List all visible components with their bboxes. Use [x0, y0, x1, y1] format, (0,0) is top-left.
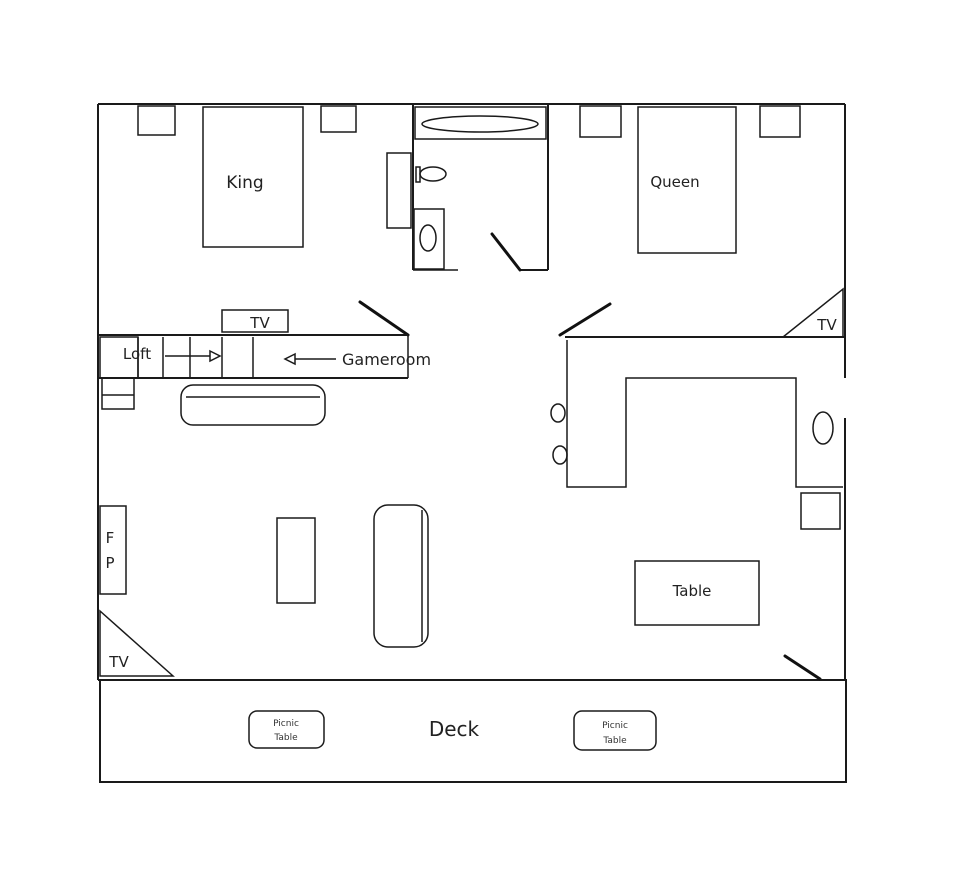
queen-bedroom: Queen [579, 105, 801, 254]
bar-stool-2 [552, 445, 568, 465]
fireplace: F P [99, 505, 127, 595]
deck-label: Deck [429, 717, 480, 741]
picnic-table-right-line1: Picnic [602, 721, 628, 731]
tv-lower-left-label: TV [108, 653, 129, 671]
nightstand-queen-right [759, 105, 801, 138]
deck-area: Deck [99, 679, 847, 783]
deck-door [783, 654, 822, 681]
exterior-walls [97, 103, 846, 680]
kitchen-sink [812, 411, 834, 445]
tv-loft [221, 309, 289, 333]
picnic-table-right-line2: Table [602, 736, 627, 746]
toilet-tank [415, 166, 421, 183]
queen-bedroom-door [558, 302, 612, 337]
nightstand-king-left [137, 105, 176, 136]
bathtub-basin [421, 115, 539, 133]
king-bedroom-door [358, 300, 410, 337]
bathroom-door [490, 232, 522, 272]
picnic-table-left-line2: Table [273, 733, 298, 743]
picnic-table-right: Picnic Table [573, 710, 657, 751]
bathroom-sink [419, 224, 437, 252]
king-bed [202, 106, 304, 248]
loft-label: Loft [123, 345, 151, 363]
bar-stool-1 [550, 403, 566, 423]
tv-lower-left: TV [99, 609, 175, 677]
king-bed-label: King [226, 173, 263, 193]
tv-loft-label: TV [249, 314, 270, 332]
dining-table-label: Table [672, 582, 712, 600]
queen-bed [637, 106, 737, 254]
toilet [419, 166, 447, 182]
bathroom-vanity [413, 208, 445, 270]
fireplace-label-f: F [106, 529, 115, 547]
loft-step [101, 377, 135, 410]
picnic-table-left: Picnic Table [248, 710, 325, 749]
tv-upper-right: TV [780, 287, 844, 338]
gameroom-label: Gameroom [342, 350, 431, 369]
dining-table: Table [634, 560, 760, 626]
picnic-table-left-line1: Picnic [273, 719, 299, 729]
bathroom [386, 104, 549, 272]
coffee-table [276, 517, 316, 604]
tv-upper-right-label: TV [816, 316, 837, 334]
kitchen-counter [550, 340, 843, 530]
queen-bed-label: Queen [650, 173, 699, 191]
refrigerator [800, 492, 841, 530]
bathroom-closet [386, 152, 412, 229]
loft-gameroom-area: TV Loft Gameroom [98, 309, 431, 410]
living-sofa [373, 504, 429, 648]
loft-couch [180, 384, 326, 426]
fireplace-label-p: P [105, 554, 114, 572]
nightstand-king-right [320, 105, 357, 133]
king-bedroom: King [137, 105, 357, 248]
nightstand-queen-left [579, 105, 622, 138]
bathtub [414, 106, 547, 140]
